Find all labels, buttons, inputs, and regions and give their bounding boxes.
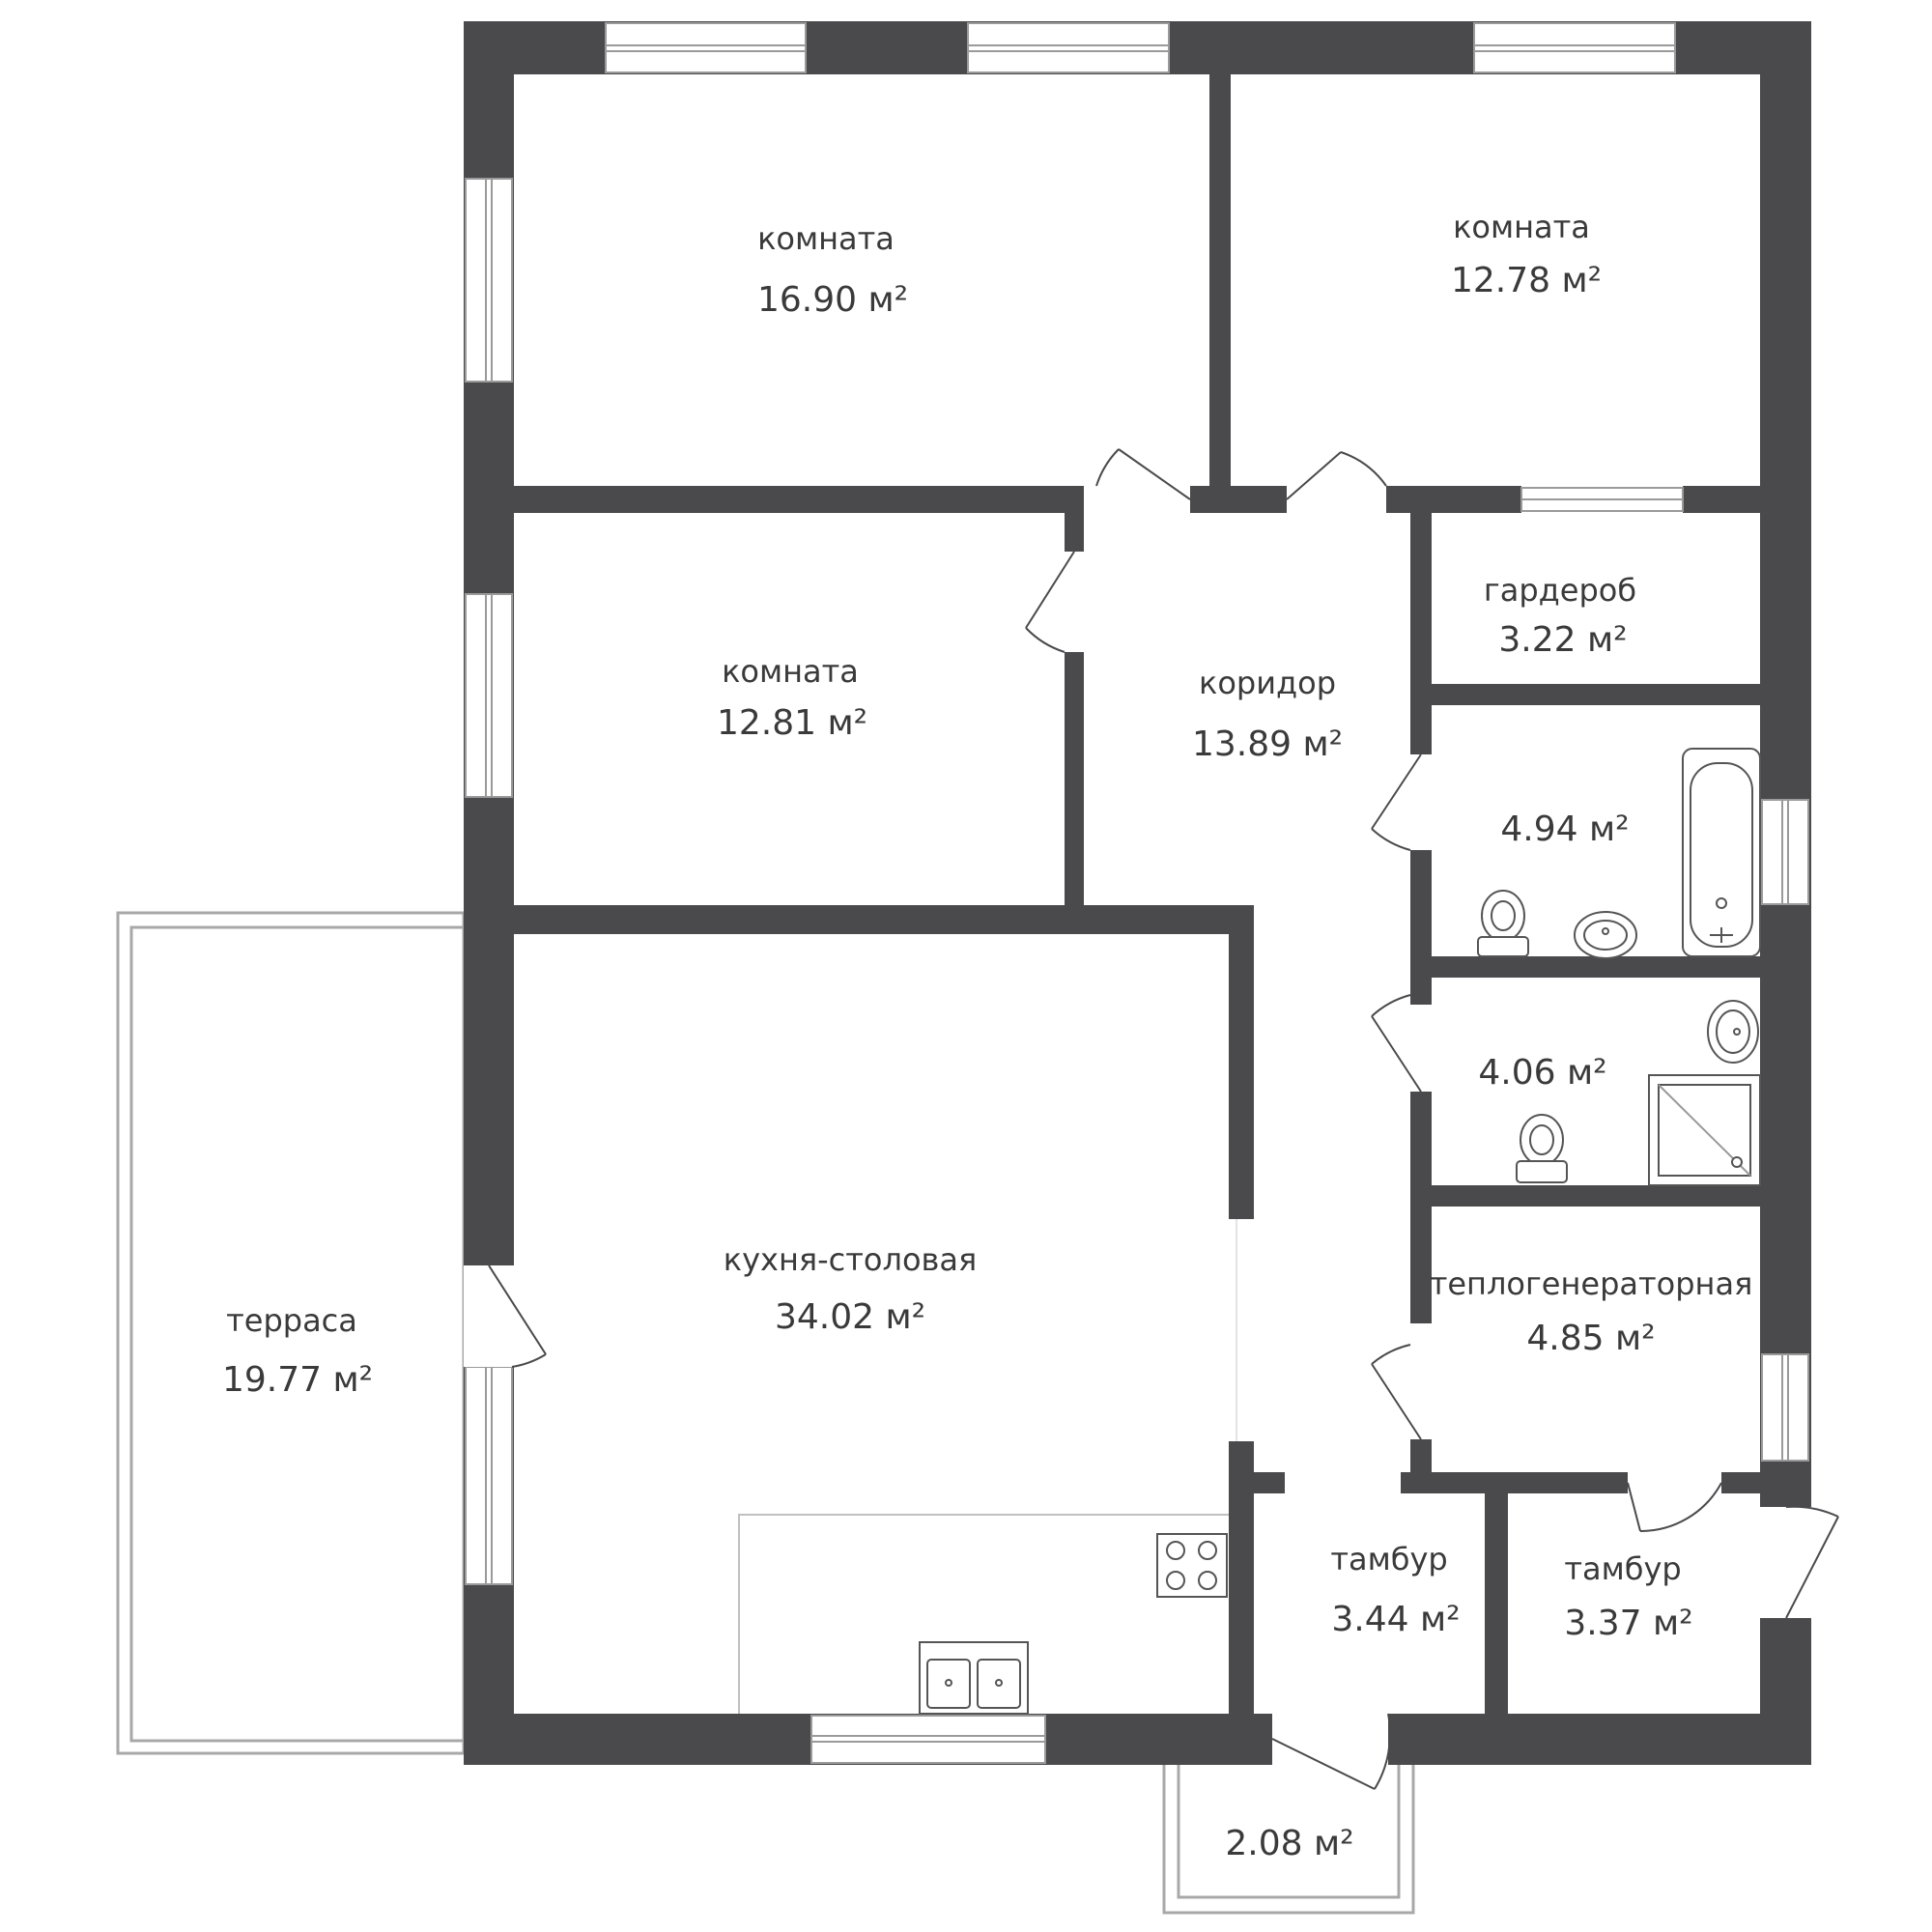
toilet-icon <box>1516 1114 1568 1183</box>
room-area: 12.78 м² <box>1451 261 1602 300</box>
room-area: 13.89 м² <box>1192 724 1343 764</box>
room-name: комната <box>722 653 859 690</box>
room-area: 4.94 м² <box>1500 810 1629 849</box>
room-labels: комната 16.90 м² комната 12.78 м² комнат… <box>222 209 1752 1863</box>
walls <box>464 21 1811 1765</box>
kitchen-sink-icon <box>919 1641 1029 1715</box>
room-area: 4.85 м² <box>1526 1319 1655 1358</box>
room-name: тамбур <box>1330 1541 1447 1577</box>
doors <box>464 448 1839 1790</box>
bathtub-icon <box>1682 748 1761 957</box>
room-area: 2.08 м² <box>1225 1824 1353 1863</box>
room-name: комната <box>757 220 895 257</box>
room-name: комната <box>1453 209 1590 245</box>
room-area: 3.37 м² <box>1564 1604 1692 1643</box>
washbasin-icon <box>1707 1000 1759 1064</box>
room-name: гардероб <box>1484 572 1636 609</box>
stove-icon <box>1156 1533 1228 1598</box>
room-name: кухня-столовая <box>724 1241 977 1278</box>
room-area: 3.22 м² <box>1498 620 1627 660</box>
room-name: терраса <box>226 1302 357 1339</box>
room-area: 34.02 м² <box>775 1297 925 1337</box>
room-name: теплогенераторная <box>1430 1265 1753 1302</box>
room-name: коридор <box>1199 665 1336 701</box>
shower-tray-icon <box>1648 1074 1761 1186</box>
room-area: 4.06 м² <box>1478 1053 1606 1093</box>
room-name: тамбур <box>1564 1550 1681 1587</box>
windows <box>465 22 1809 1764</box>
toilet-icon <box>1477 890 1529 957</box>
room-area: 16.90 м² <box>757 280 908 320</box>
room-area: 12.81 м² <box>717 703 867 743</box>
kitchen-counter <box>738 1514 1229 1714</box>
room-area: 3.44 м² <box>1331 1600 1460 1639</box>
room-area: 19.77 м² <box>222 1360 373 1400</box>
washbasin-icon <box>1574 911 1637 959</box>
